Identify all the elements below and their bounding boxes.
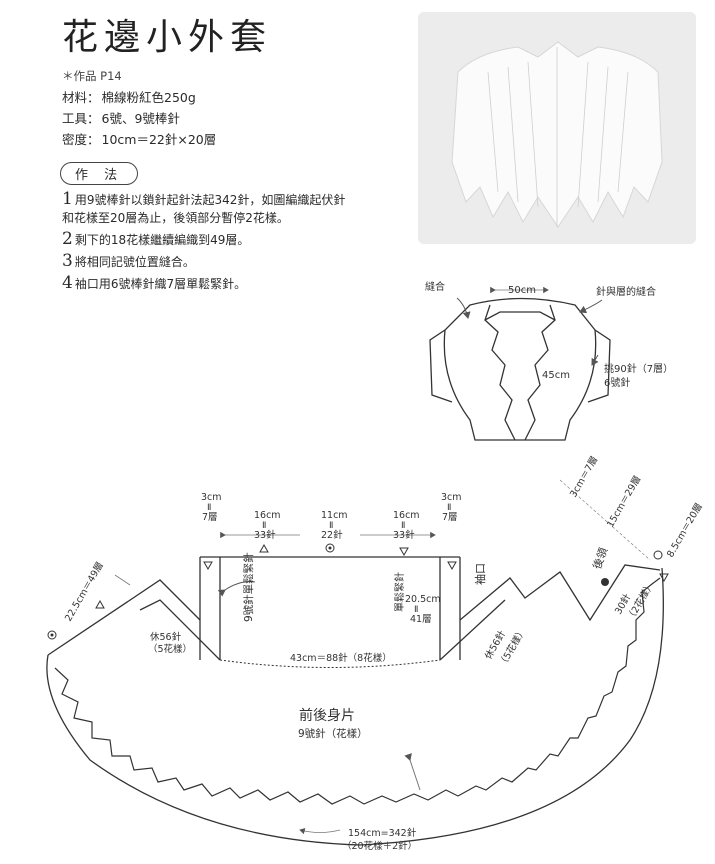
height-label: 45cm <box>542 370 570 381</box>
top-left-eq: Ⅱ <box>207 503 211 513</box>
hem-width: 154cm=342針 <box>348 827 417 839</box>
finished-garment-schematic <box>429 297 611 441</box>
step-number: 4 <box>62 273 73 293</box>
rest-left-2: （5花樣） <box>148 643 192 655</box>
cuff-label-1: 挑90針（7層） <box>604 362 673 375</box>
method-heading: 作 法 <box>60 162 139 185</box>
match-mark-triangle <box>399 547 409 557</box>
left-dim: 22.5cm＝49層 <box>63 560 106 623</box>
match-mark-triangle <box>95 599 105 609</box>
step-text: 將相同記號位置縫合。 <box>74 255 195 269</box>
tools-label: 工具： <box>62 111 100 126</box>
single-rib-left: 9號針單鬆緊針 <box>242 552 255 622</box>
rest-left-1: 休56針 <box>150 631 182 643</box>
construction-diagram <box>46 556 664 846</box>
match-mark-circle <box>47 630 57 640</box>
seg2-cm: 11cm <box>321 510 348 521</box>
seg3-st: 33針 <box>393 529 415 541</box>
scalloped-hem <box>54 577 661 805</box>
gauge-label: 密度： <box>62 132 100 147</box>
single-rib-right: 單鬆緊針 <box>393 572 406 612</box>
gauge-value: 10cm＝22針×20層 <box>101 132 217 147</box>
mid-cm: 20.5cm <box>405 594 441 605</box>
match-mark-circle <box>325 543 335 553</box>
seg1-st: 33針 <box>254 529 276 541</box>
top-left-cm: 3cm <box>201 492 222 503</box>
match-mark-filled <box>601 578 609 586</box>
mid-eq: Ⅱ <box>414 605 418 615</box>
step-text: 袖口用6號棒針織7層單鬆緊針。 <box>74 277 247 291</box>
tools-value: 6號、9號棒針 <box>101 111 180 126</box>
match-mark-triangle <box>203 561 213 571</box>
gauge-row: 密度：10cm＝22針×20層 <box>62 129 216 150</box>
match-mark-triangle <box>659 573 669 583</box>
top-left-rows: 7層 <box>202 512 218 523</box>
cuff-label: 袖口 <box>473 563 487 585</box>
work-reference: ＊作品 P14 <box>62 69 122 83</box>
right-dim-2: 15cm＝29層 <box>605 474 643 529</box>
tools-row: 工具：6號、9號棒針 <box>62 108 216 129</box>
product-photo <box>418 12 696 244</box>
back-neck-label: 後領 <box>590 546 611 571</box>
bottom-width: 43cm＝88針（8花樣） <box>290 652 392 664</box>
match-mark-triangle <box>259 543 269 553</box>
match-mark-circle <box>653 550 663 560</box>
seam-label-left: 縫合 <box>425 280 445 293</box>
material-row: 材料：棉線粉紅色250g <box>62 87 216 108</box>
cuff-label-2: 6號針 <box>604 376 630 389</box>
seg1-eq: Ⅱ <box>262 521 266 531</box>
seg3-eq: Ⅱ <box>401 521 405 531</box>
page-title: 花邊小外套 <box>62 17 273 58</box>
right-dim-3: 8.5cm＝20層 <box>665 501 705 559</box>
seam-label-right: 針與層的縫合 <box>596 285 656 298</box>
seg2-eq: Ⅱ <box>329 521 333 531</box>
hem-repeats: （20花樣＋2針） <box>342 840 417 852</box>
step-number: 3 <box>62 251 73 271</box>
seg2-st: 22針 <box>321 529 343 541</box>
width-label: 50cm <box>508 285 536 296</box>
step-text: 用9號棒針以鎖針起針法起342針，如圖編織起伏針和花樣至20層為止，後領部分暫停… <box>62 193 346 225</box>
body-sub: 9號針（花樣） <box>298 727 368 740</box>
mid-rows: 41層 <box>410 614 432 625</box>
step-number: 1 <box>62 189 73 209</box>
top-right-eq: Ⅱ <box>447 503 451 513</box>
top-right-rows: 7層 <box>442 512 458 523</box>
step-text: 剩下的18花樣繼續編織到49層。 <box>74 233 250 247</box>
material-info: ＊作品 P14 材料：棉線粉紅色250g 工具：6號、9號棒針 密度：10cm＝… <box>62 66 216 150</box>
right-dim-1: 3cm＝7層 <box>568 455 600 500</box>
step-number: 2 <box>62 229 73 249</box>
match-mark-triangle <box>447 561 457 571</box>
top-right-cm: 3cm <box>441 492 462 503</box>
seg1-cm: 16cm <box>254 510 281 521</box>
material-label: 材料： <box>62 90 100 105</box>
body-title: 前後身片 <box>299 707 355 724</box>
shrug-photo-illustration <box>418 12 696 244</box>
material-value: 棉線粉紅色250g <box>101 90 196 105</box>
seg3-cm: 16cm <box>393 510 420 521</box>
